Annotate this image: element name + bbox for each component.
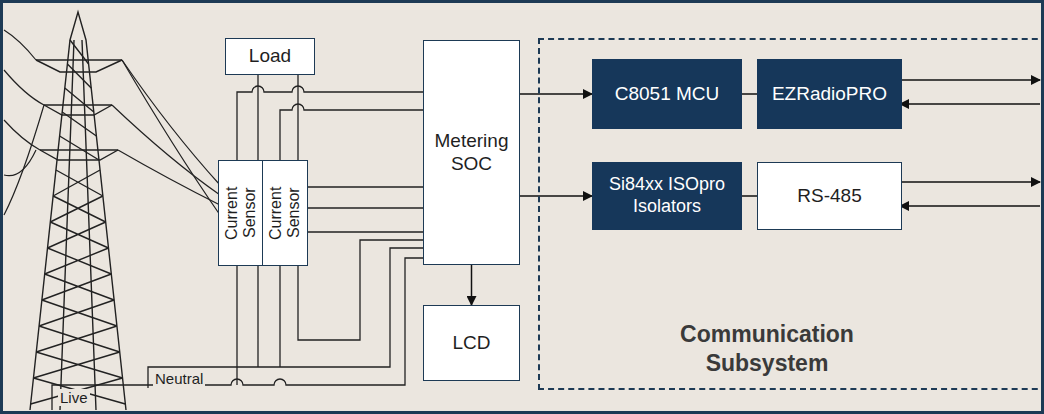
external-arrows — [900, 80, 1040, 206]
rs485-box: RS-485 — [757, 162, 902, 230]
pylon-drawing — [30, 12, 126, 410]
sensor-label: Current Sensor — [223, 178, 258, 248]
power-lines — [4, 30, 220, 215]
signal-arrow — [520, 195, 592, 197]
sensor-label: Current Sensor — [267, 178, 302, 248]
wire-label: Neutral — [153, 370, 205, 387]
load-box: Load — [225, 38, 315, 75]
soc-box: Metering SOC — [423, 40, 520, 265]
box-label: EZRadioPRO — [772, 83, 887, 106]
box-label: C8051 MCU — [615, 83, 720, 106]
subsystem-region: Communication Subsystem C8051 MCU EZRadioP… — [538, 38, 1044, 390]
sensor-box: Current Sensor — [218, 160, 264, 266]
signal-arrow — [520, 93, 592, 95]
isolator-box: Si84xx ISOpro Isolators — [592, 162, 742, 230]
mcu-box: C8051 MCU — [592, 59, 742, 129]
signal-arrow — [742, 195, 757, 197]
pylon-bracing — [31, 40, 126, 404]
box-label: RS-485 — [797, 185, 861, 208]
sensor-wires — [52, 75, 423, 410]
region-title: Communication Subsystem — [637, 320, 897, 378]
radio-box: EZRadioPRO — [757, 59, 902, 129]
box-label: LCD — [452, 332, 490, 355]
wire-label: Live — [58, 389, 90, 406]
sensor-box: Current Sensor — [262, 160, 308, 266]
box-label: Metering SOC — [432, 130, 512, 176]
signal-arrow — [471, 265, 473, 305]
signal-arrow — [742, 93, 757, 95]
lcd-box: LCD — [423, 305, 520, 381]
box-label: Si84xx ISOpro Isolators — [597, 174, 737, 217]
box-label: Load — [249, 45, 291, 68]
